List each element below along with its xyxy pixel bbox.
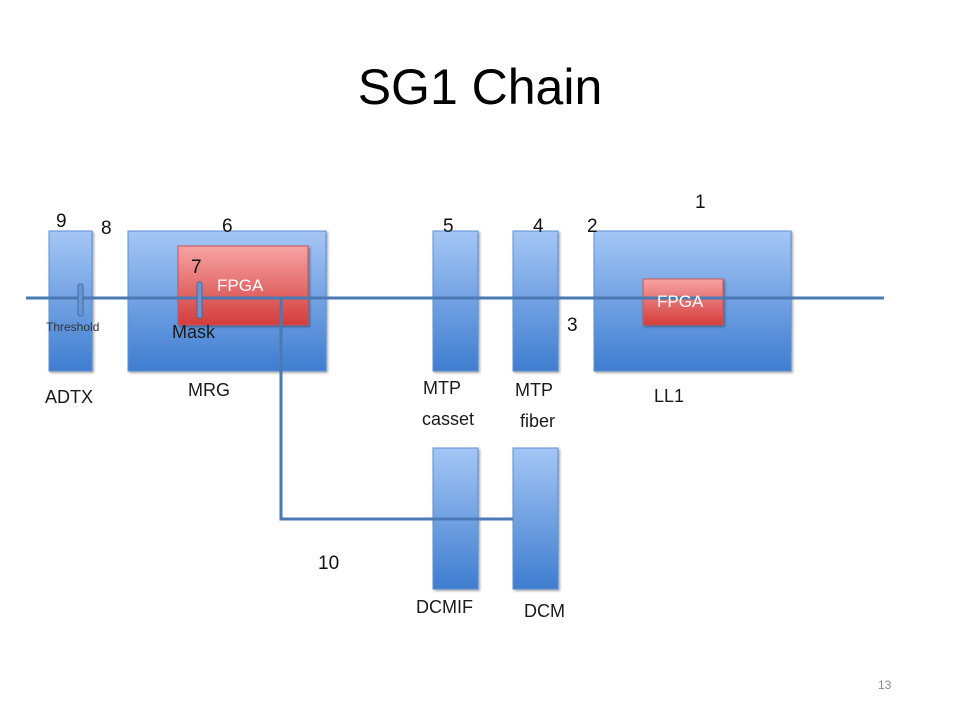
- step-number-6: 6: [222, 216, 233, 237]
- step-number-1: 1: [695, 192, 706, 213]
- dcm-label: DCM: [524, 601, 565, 621]
- mtp-casset-label-line1: MTP: [423, 378, 461, 398]
- mask-marker: [196, 281, 203, 319]
- ll1-fpga-label: FPGA: [657, 292, 704, 311]
- ll1-label: LL1: [654, 386, 685, 406]
- step-number-7: 7: [191, 257, 202, 278]
- mrg-fpga-label: FPGA: [217, 276, 264, 295]
- step-number-8: 8: [101, 218, 112, 239]
- step-number-9: 9: [56, 211, 67, 232]
- mask-label: Mask: [172, 322, 216, 342]
- dcmif-label: DCMIF: [416, 597, 473, 617]
- dcm-block: [512, 447, 559, 590]
- mtp-casset-label-line2: casset: [422, 409, 475, 429]
- step-number-2: 2: [587, 216, 598, 237]
- step-number-3: 3: [567, 315, 578, 336]
- mtp-fiber-label-line2: fiber: [520, 411, 556, 431]
- step-number-4: 4: [533, 216, 544, 237]
- threshold-label: Threshold: [46, 320, 100, 334]
- mtp-fiber-label-line1: MTP: [515, 380, 553, 400]
- ll1-fpga-chip: [642, 278, 724, 326]
- threshold-marker: [77, 283, 84, 317]
- dcm-branch-line: [279, 298, 513, 521]
- adtx-block: [48, 230, 93, 372]
- step-number-5: 5: [443, 216, 454, 237]
- mtp-fiber-block: [512, 230, 559, 372]
- step-number-10: 10: [318, 553, 340, 574]
- mtp-casset-block: [432, 230, 479, 372]
- adtx-label: ADTX: [45, 387, 94, 407]
- page-number: 13: [878, 678, 892, 692]
- mrg-label: MRG: [188, 380, 230, 400]
- slide-title: SG1 Chain: [357, 59, 603, 115]
